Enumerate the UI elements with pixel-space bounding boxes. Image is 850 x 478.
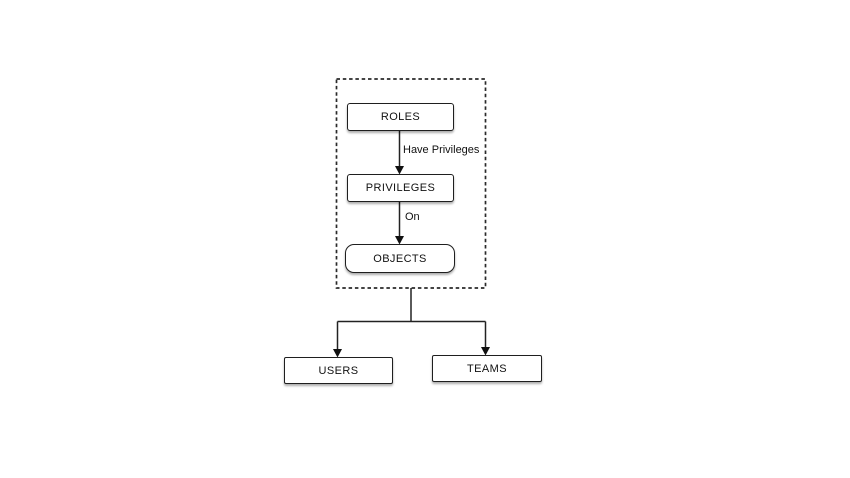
edge-roles-privileges-arrowhead — [395, 166, 404, 175]
node-objects: OBJECTS — [345, 244, 455, 273]
node-users: USERS — [284, 357, 393, 384]
node-privileges: PRIVILEGES — [347, 174, 454, 202]
node-teams-label: TEAMS — [467, 362, 507, 375]
edge-group-users-arrowhead — [333, 349, 342, 358]
edge-group-teams-arrowhead — [481, 347, 490, 356]
node-roles: ROLES — [347, 103, 454, 131]
node-teams: TEAMS — [432, 355, 542, 382]
node-objects-label: OBJECTS — [373, 252, 427, 265]
node-privileges-label: PRIVILEGES — [365, 182, 436, 194]
node-users-label: USERS — [318, 364, 359, 377]
edge-label-on: On — [405, 211, 420, 223]
node-roles-label: ROLES — [380, 111, 421, 123]
group-dashed-border — [335, 78, 487, 289]
edge-label-have-privileges: Have Privileges — [403, 144, 480, 156]
edge-privileges-objects-arrowhead — [395, 236, 404, 245]
